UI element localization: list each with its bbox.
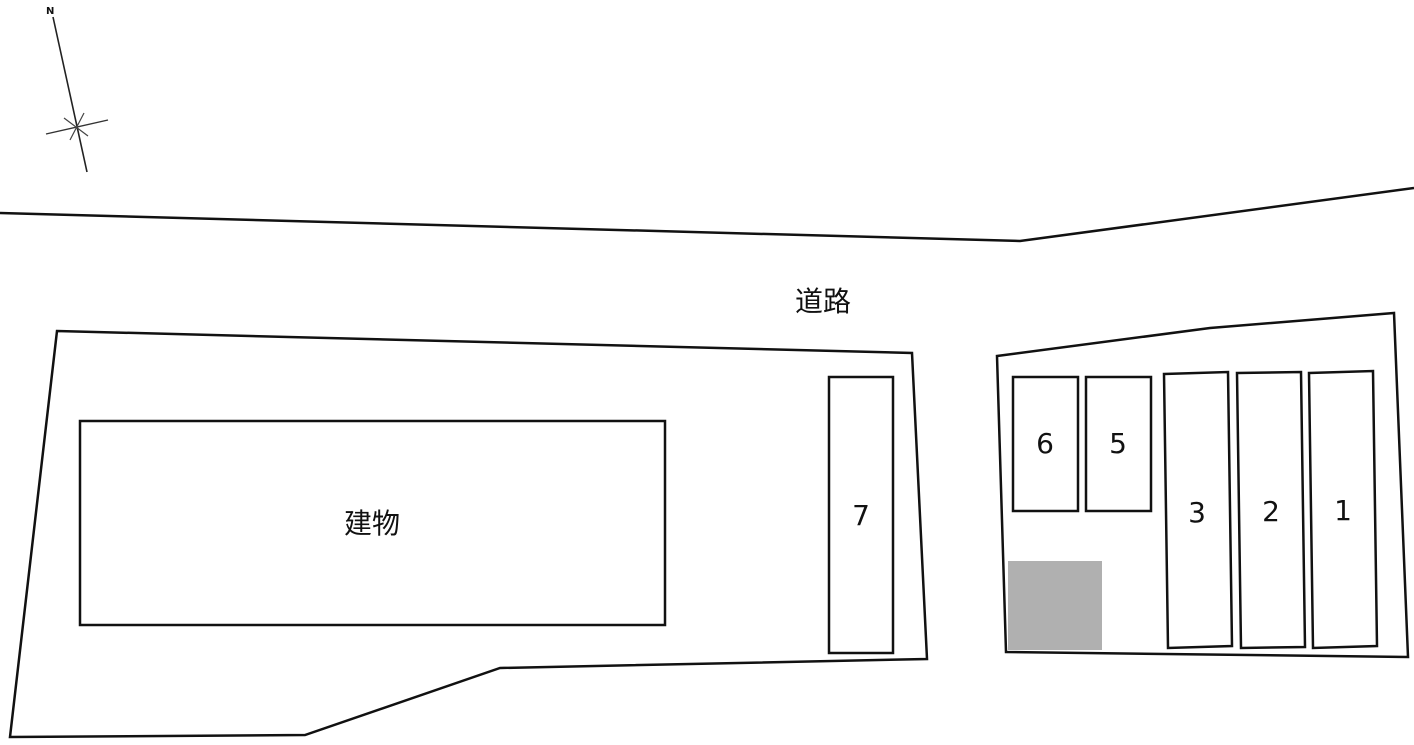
parking-space-6[interactable]	[1011, 375, 1080, 513]
lot-left	[8, 329, 929, 739]
lot-right	[995, 311, 1410, 659]
parking-space-7[interactable]	[827, 375, 895, 655]
road-edge	[0, 186, 1414, 243]
space-label-5: 5	[1109, 427, 1127, 460]
space-label-7: 7	[852, 499, 870, 532]
north-label: N	[46, 6, 54, 17]
parking-space-3[interactable]	[1162, 370, 1234, 650]
shaded-area	[1008, 561, 1102, 650]
compass-rose-icon: N	[45, 6, 109, 173]
parking-space-2[interactable]	[1235, 370, 1307, 650]
road-label: 道路	[795, 285, 851, 318]
building-label: 建物	[344, 507, 400, 540]
parking-space-1[interactable]	[1307, 369, 1379, 650]
building	[78, 419, 667, 627]
space-label-1: 1	[1334, 494, 1352, 527]
space-label-6: 6	[1036, 427, 1054, 460]
space-label-3: 3	[1188, 496, 1206, 529]
parking-space-5[interactable]	[1084, 375, 1153, 513]
space-label-2: 2	[1262, 495, 1280, 528]
